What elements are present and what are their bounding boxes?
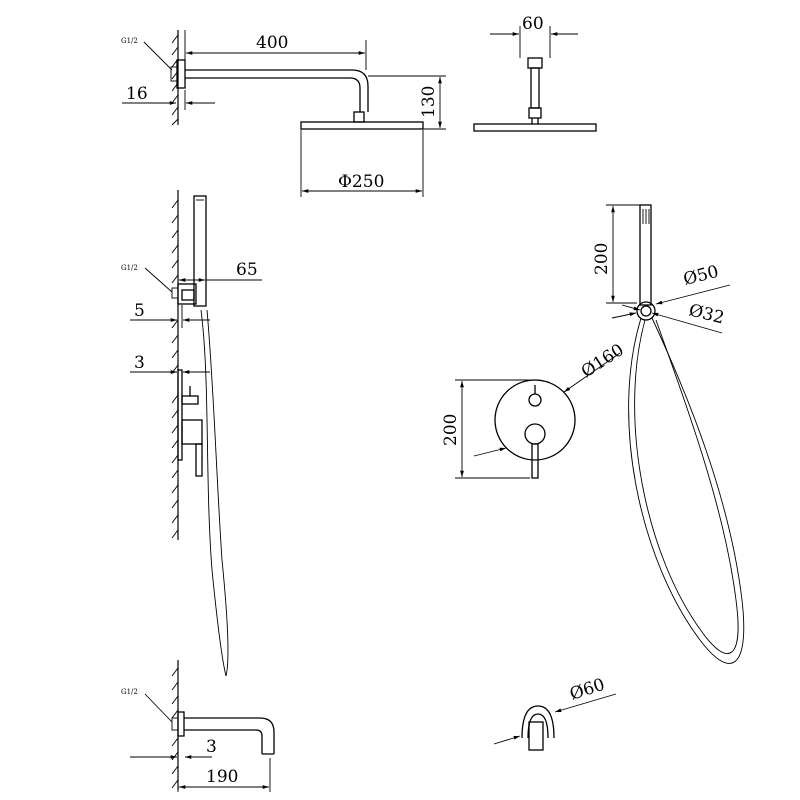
dim-arm-flange-width: 60 xyxy=(522,14,544,34)
shower-arm-front-view: 60 xyxy=(473,14,597,132)
dim-valve-wall-gap: 3 xyxy=(134,353,145,373)
shower-head-front xyxy=(473,123,597,132)
thread-label-holder: G1/2 xyxy=(121,264,138,272)
dim-hose-outer-diameter: Ø50 xyxy=(681,262,720,290)
dim-handshower-length: 200 xyxy=(592,243,612,275)
holder-bracket xyxy=(177,283,197,305)
wall-hatch-middle xyxy=(171,199,179,539)
valve-top-knob xyxy=(181,395,199,405)
spout-front-body xyxy=(528,721,544,751)
valve-bottom-body xyxy=(181,419,203,445)
dim-valve-plate-height: 200 xyxy=(441,414,461,446)
valve-cover-plate xyxy=(494,379,576,461)
valve-lever xyxy=(195,443,203,477)
wall-hatch-bottom xyxy=(171,667,179,789)
front-flange xyxy=(527,57,543,69)
shower-arm-side-view: 400 16 130 Φ250 G1/2 xyxy=(121,30,446,197)
thread-label-spout: G1/2 xyxy=(121,688,138,696)
handshower-hose-front-view: 200 Ø50 Ø32 xyxy=(592,204,745,664)
dim-spout-length: 190 xyxy=(206,767,238,787)
front-arm-pipe xyxy=(530,67,540,109)
hose-front xyxy=(628,317,745,664)
holder-thread xyxy=(171,287,179,299)
dim-holder-depth: 65 xyxy=(236,260,258,280)
spout-pipe xyxy=(184,717,275,755)
arm-connector xyxy=(353,111,365,123)
thread-label-arm: G1/2 xyxy=(121,37,138,45)
handshower-front xyxy=(639,204,652,306)
valve-front-view: Ø160 200 xyxy=(441,340,628,479)
handshower-valve-side-view: 65 5 G1/2 3 xyxy=(121,190,262,677)
dim-arm-wall-gap: 16 xyxy=(126,84,148,104)
dim-arm-length: 400 xyxy=(256,33,288,53)
front-connector xyxy=(528,107,542,119)
spout-side-view: 3 190 G1/2 xyxy=(121,660,275,792)
hose-outlet-ring xyxy=(636,301,656,321)
dim-spout-diameter: Ø60 xyxy=(567,675,607,705)
shower-head-side xyxy=(300,121,424,130)
hose-outlet-inner xyxy=(640,305,652,317)
dim-spout-wall-gap: 3 xyxy=(206,737,217,757)
diverter-knob xyxy=(528,393,542,407)
valve-cover-plate-side xyxy=(177,369,183,461)
handshower-nozzles xyxy=(642,209,650,224)
dim-holder-wall-gap: 5 xyxy=(134,301,145,321)
spout-thread xyxy=(171,717,179,731)
shower-arm-pipe xyxy=(185,69,369,112)
hose-side xyxy=(200,309,229,677)
holder-body xyxy=(181,289,195,301)
handshower-side xyxy=(193,195,207,307)
mixer-lever-front xyxy=(531,443,539,479)
spout-flange xyxy=(177,711,185,737)
spout-front-view: Ø60 xyxy=(493,675,617,751)
spout-front-ring xyxy=(521,705,555,739)
dim-valve-plate-diameter: Ø160 xyxy=(578,340,628,382)
dim-head-diameter: Φ250 xyxy=(338,172,384,192)
mixer-handle-hub xyxy=(524,423,546,445)
arm-thread xyxy=(170,66,178,82)
dim-arm-drop: 130 xyxy=(419,86,439,118)
